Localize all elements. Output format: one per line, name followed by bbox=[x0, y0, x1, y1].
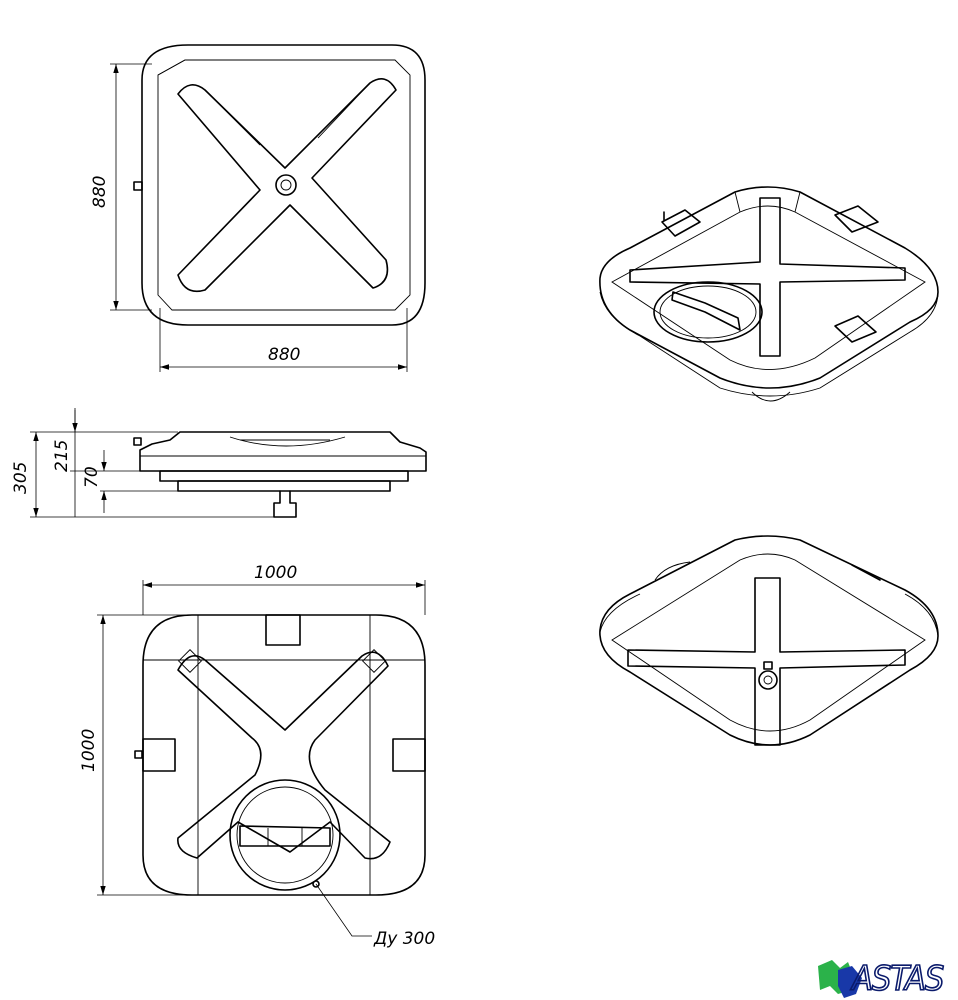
side-base-height-label: 70 bbox=[82, 466, 102, 488]
top-height-label: 880 bbox=[90, 176, 110, 208]
hatch-label: Ду 300 bbox=[373, 929, 435, 949]
astas-logo: ASTAS bbox=[818, 958, 946, 1000]
bottom-width-label: 1000 bbox=[254, 563, 297, 583]
bottom-view bbox=[134, 614, 426, 896]
isometric-top-view bbox=[599, 186, 939, 402]
isometric-bottom-view bbox=[599, 535, 939, 746]
side-view bbox=[133, 431, 427, 518]
bottom-height-label: 1000 bbox=[79, 729, 99, 772]
side-total-height-label: 305 bbox=[11, 462, 31, 494]
bottom-view-dimensions: 1000 1000 Ду 300 bbox=[79, 563, 435, 949]
side-view-dimensions: 305 215 70 bbox=[11, 408, 274, 518]
top-view-dimensions: 880 880 bbox=[90, 63, 408, 372]
top-view bbox=[133, 44, 426, 326]
side-body-height-label: 215 bbox=[52, 440, 72, 472]
logo-text: ASTAS bbox=[850, 959, 944, 999]
top-width-label: 880 bbox=[268, 345, 300, 365]
